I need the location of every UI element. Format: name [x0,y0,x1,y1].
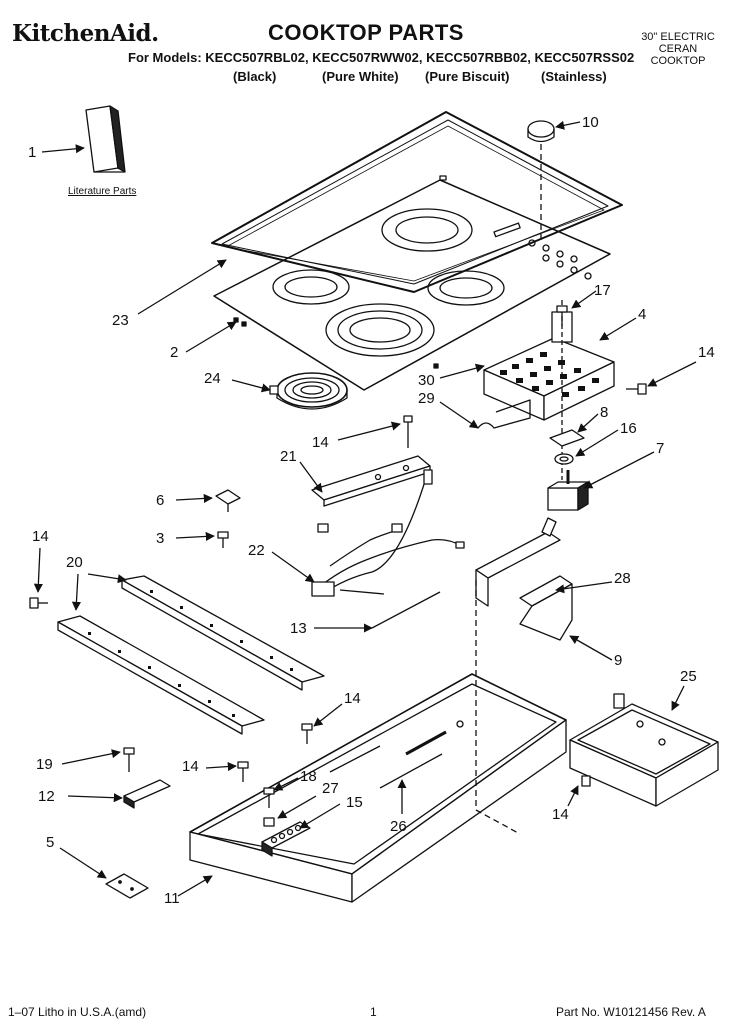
finish-stainless: (Stainless) [541,69,607,84]
wire-lead [371,591,441,629]
callout-6: 6 [156,492,165,509]
literature-parts-label: Literature Parts [68,186,137,197]
cooktop-glass [225,125,605,282]
trim-frame [211,111,623,293]
heat-shield [477,399,531,429]
screw [217,531,229,548]
callout-23: 23 [112,312,129,329]
part-number: Part No. W10121456 Rev. A [556,1005,706,1019]
element-bracket [311,415,431,507]
ceran-glass-panel [213,179,611,391]
side-note-line: 30" ELECTRIC [641,31,715,43]
screw [263,787,275,808]
callout-2: 2 [170,344,179,361]
callout-20: 20 [66,554,83,571]
callout-14: 14 [698,344,715,361]
screw [123,747,135,772]
callout-14: 14 [552,806,569,823]
page-number: 1 [370,1005,377,1019]
appliance-type-note: 30" ELECTRIC CERAN COOKTOP [622,31,734,67]
callout-30: 30 [418,372,435,389]
leader-lines [33,120,697,897]
infinite-switch [547,470,589,511]
litho-note: 1–07 Litho in U.S.A.(amd) [8,1005,147,1019]
brand-logo: KitchenAid. [12,20,159,47]
finish-black: (Black) [233,69,277,84]
wire-harness [311,469,465,597]
callout-25: 25 [680,668,697,685]
page-title: COOKTOP PARTS [268,20,464,45]
callout-26: 26 [390,818,407,835]
callout-5: 5 [46,834,55,851]
callout-16: 16 [620,420,637,437]
support-rail [57,615,265,735]
callout-22: 22 [248,542,265,559]
callout-27: 27 [322,780,339,797]
callout-14: 14 [312,434,329,451]
side-note-line: COOKTOP [650,55,706,67]
junction-box [569,693,719,807]
callout-11: 11 [164,890,180,907]
callout-14: 14 [32,528,49,545]
switch-nut [554,453,574,465]
terminal-block [261,821,311,857]
callout-28: 28 [614,570,631,587]
side-bracket [519,575,573,641]
callout-12: 12 [38,788,55,805]
screw [29,597,48,609]
screw [301,723,313,744]
switch-bracket [483,300,615,480]
callout-8: 8 [600,404,609,421]
callout-3: 3 [156,530,165,547]
models-line: For Models: KECC507RBL02, KECC507RWW02, … [128,50,635,65]
terminal-nut [263,817,275,827]
base-pan [189,580,567,903]
callout-18: 18 [300,768,317,785]
finish-pure-biscuit: (Pure Biscuit) [425,69,510,84]
callout-10: 10 [582,114,599,131]
callout-19: 19 [36,756,53,773]
callout-14: 14 [344,690,361,707]
finish-pure-white: (Pure White) [322,69,399,84]
callout-29: 29 [418,390,435,407]
callout-17: 17 [594,282,611,299]
callout-4: 4 [638,306,647,323]
callout-24: 24 [204,370,221,387]
screw [237,761,249,782]
control-knob [527,120,555,244]
screw [626,383,647,395]
literature-book [85,105,126,173]
mounting-clip [215,489,241,512]
callout-7: 7 [656,440,665,457]
callout-13: 13 [290,620,307,637]
callout-1: 1 [28,144,37,161]
callout-21: 21 [280,448,297,465]
screw [556,305,568,326]
angle-bracket [475,517,561,607]
callout-9: 9 [614,652,623,669]
callout-14: 14 [182,758,199,775]
callout-15: 15 [346,794,363,811]
cover-plate [105,873,149,899]
switch-plate [549,429,585,447]
support-rail [121,575,325,691]
radiant-burner-element [269,372,348,410]
side-note-line: CERAN [658,43,698,55]
ground-plate [123,779,171,809]
